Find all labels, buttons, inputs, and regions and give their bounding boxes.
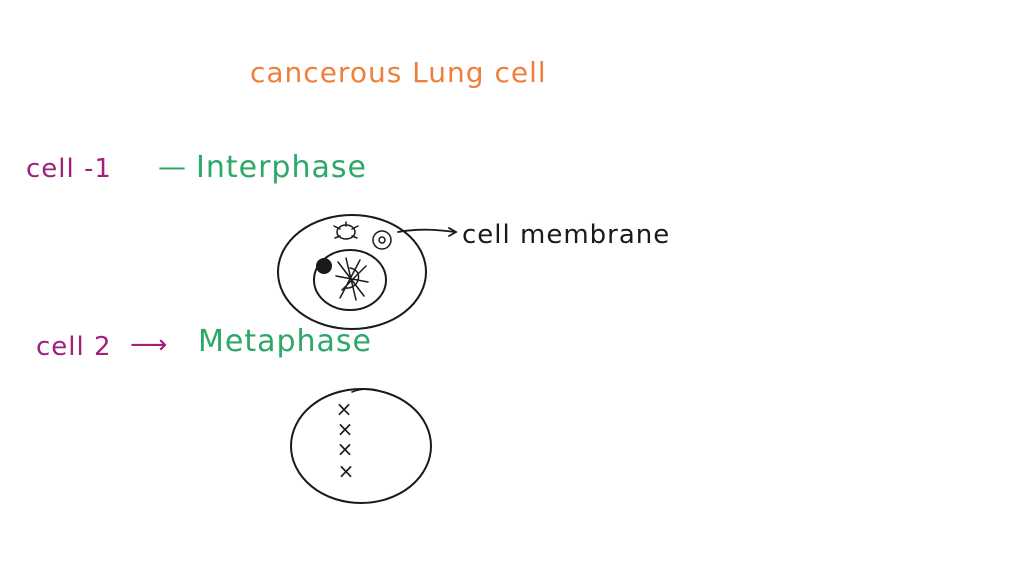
- cell-membrane-label: cell membrane: [462, 220, 671, 250]
- cell-1-label: cell -1: [26, 154, 112, 184]
- chromosome-2: ×: [337, 417, 354, 441]
- membrane-pointer-line: [397, 228, 456, 233]
- metaphase-plate: × × × ×: [336, 397, 355, 483]
- nucleolus: [316, 258, 332, 274]
- metaphase-label: Metaphase: [198, 324, 373, 359]
- chromosome-4: ×: [338, 459, 355, 483]
- interphase-cell-membrane: [277, 214, 427, 330]
- interphase-label: Interphase: [196, 150, 367, 185]
- interphase-nucleus: [313, 249, 387, 311]
- vesicle-organelle: [372, 230, 392, 250]
- cell-2-arrow: ⟶: [130, 330, 169, 360]
- diagram-title: cancerous Lung cell: [250, 56, 547, 89]
- interphase-cell: [277, 214, 458, 330]
- centriole-organelle: [333, 221, 359, 240]
- metaphase-membrane-overlap: [351, 388, 383, 393]
- cell-2-label: cell 2: [36, 332, 112, 362]
- membrane-pointer-arrowhead: [448, 227, 458, 237]
- metaphase-cell-membrane: [290, 388, 432, 504]
- chromosome-1: ×: [336, 397, 353, 421]
- chromatin-tangle: [335, 257, 369, 301]
- chromosome-3: ×: [337, 437, 354, 461]
- cell-1-connector: —: [158, 150, 187, 183]
- metaphase-cell: [290, 388, 432, 504]
